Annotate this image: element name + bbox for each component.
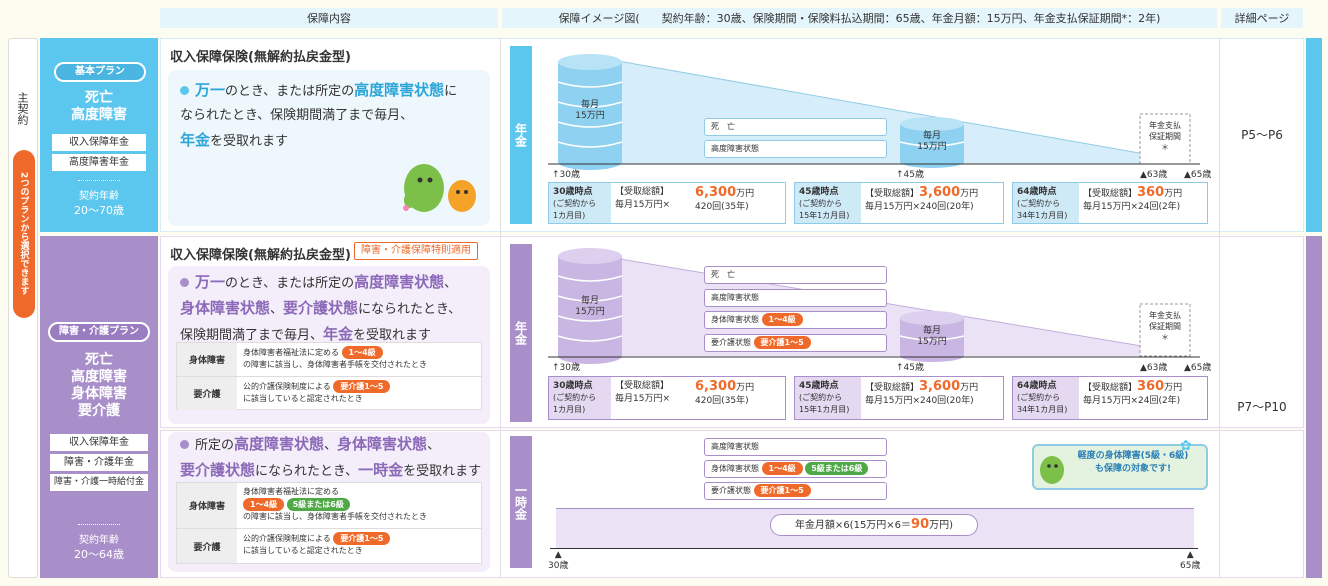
bullet-icon (180, 86, 189, 95)
col-divider-2 (1219, 38, 1220, 578)
col-divider-1 (500, 38, 501, 578)
care-divider (78, 524, 120, 525)
arrow-up-icon: ↑ (552, 363, 560, 373)
sec3-tag-disability: 高度障害状態 (704, 438, 887, 456)
sec3-bubble-text: 軽度の身体障害(5級・6級) も保障の対象です! (1077, 451, 1189, 474)
sec1-chart (548, 54, 1200, 170)
sec2-box-64: 64歳時点(ご契約から 34年1カ月目) 【受取総額】360万円毎月15万円×2… (1012, 376, 1208, 420)
care-plan-pill: 障害・介護プラン (48, 322, 150, 342)
mascot-small-illustration (1040, 456, 1064, 484)
care-item-3: 障害・介護一時給付金 (50, 474, 148, 491)
care-plan-title: 死亡 高度障害 身体障害 要介護 (71, 352, 127, 419)
sec2-badge: 障害・介護保障特則適用 (354, 242, 478, 260)
sec1-description: 万一のとき、または所定の高度障害状態に なられたとき、保険期間満了まで毎月、 年… (180, 81, 458, 149)
basic-plan-title: 死亡 高度障害 (71, 90, 127, 123)
sec2-tag-care: 要介護状態 要介護1〜5 (704, 334, 887, 352)
basic-age-range: 20〜70歳 (74, 204, 124, 217)
sec2-table: 身体障害 身体障害者福祉法に定める 1〜4級の障害に該当し、身体障害者手帳を交付… (176, 342, 482, 410)
sec2-tab: 年金 (510, 244, 532, 422)
choose-plan-note: 2つのプランから選択できます (13, 150, 35, 318)
basic-item-2: 高度障害年金 (52, 154, 146, 171)
basic-divider (78, 180, 120, 181)
sec2-box-45: 45歳時点(ご契約から 15年1カ月目) 【受取総額】3,600万円毎月15万円… (794, 376, 1004, 420)
bullet-icon (180, 440, 189, 449)
care-plan-panel (40, 236, 158, 578)
sec3-axis-line (550, 548, 1198, 549)
sec3-axis-end: ▲65歳 (1180, 550, 1201, 571)
right-strip-purple (1306, 236, 1322, 578)
header-pages: 詳細ページ (1221, 8, 1303, 28)
care-age-label: 契約年齢 (79, 535, 119, 546)
sec2-axis-end: ▲65歳 (1184, 363, 1212, 373)
care-age-range: 20〜64歳 (74, 548, 124, 561)
sec2-tag-disability: 高度障害状態 (704, 289, 887, 307)
basic-age-label: 契約年齢 (79, 191, 119, 202)
sec2-page-link[interactable]: P7〜P10 (1237, 400, 1287, 414)
arrow-up-icon: ↑ (896, 363, 904, 373)
sec1-axis-start: ↑30歳 (552, 170, 580, 180)
sec1-guarantee-label: 年金支払 保証期間 ＊ (1149, 121, 1181, 152)
care-item-1: 収入保障年金 (50, 434, 148, 451)
bullet-icon (180, 278, 189, 287)
sec2-axis-g: ▲63歳 (1140, 363, 1168, 373)
sec2-guarantee-label: 年金支払 保証期間 ＊ (1149, 311, 1181, 342)
mascot-illustration (403, 164, 476, 212)
triangle-up-icon: ▲ (554, 550, 562, 560)
sec3-axis-start: ▲30歳 (548, 550, 569, 571)
header-image: 保障イメージ図( 契約年齢：30歳、保険期間・保険料払込期間：65歳、年金月額：… (502, 8, 1217, 28)
sec1-drum-left-label: 毎月 15万円 (575, 100, 605, 121)
sec3-tab: 一時金 (510, 436, 532, 568)
sec1-tag-disability: 高度障害状態 (704, 140, 887, 158)
arrow-up-icon: ↑ (552, 170, 560, 180)
sec2-table-row: 身体障害 身体障害者福祉法に定める 1〜4級の障害に該当し、身体障害者手帳を交付… (177, 343, 481, 377)
basic-item-1: 収入保障年金 (52, 134, 146, 151)
sec2-description: 万一のとき、または所定の高度障害状態、 身体障害状態、要介護状態になられたとき、… (180, 273, 462, 343)
sec1-drum-mid-label: 毎月 15万円 (917, 131, 947, 152)
star-icon: ✿ (1180, 438, 1192, 454)
sec2-drum-mid-label: 毎月 15万円 (917, 326, 947, 347)
sec3-description: 所定の高度障害状態、身体障害状態、 要介護状態になられたとき、一時金を受取れます (180, 435, 482, 479)
sec3-tag-care: 要介護状態 要介護1〜5 (704, 482, 887, 500)
header-content: 保障内容 (160, 8, 498, 28)
sec1-tag-death: 死 亡 (704, 118, 887, 136)
sec1-title: 収入保障保険(無解約払戻金型) (170, 50, 351, 65)
sec1-axis-g: ▲63歳 (1140, 170, 1168, 180)
sec2-drum-left-label: 毎月 15万円 (575, 296, 605, 317)
sec1-box-45: 45歳時点(ご契約から 15年1カ月目) 【受取総額】3,600万円毎月15万円… (794, 182, 1004, 224)
arrow-up-icon: ↑ (896, 170, 904, 180)
sec2-axis-mid: ↑45歳 (896, 363, 924, 373)
sec2-tag-physical: 身体障害状態 1〜4級 (704, 311, 887, 329)
sec1-tab: 年金 (510, 46, 532, 224)
triangle-up-icon: ▲ (1186, 550, 1194, 560)
sec3-tag-physical: 身体障害状態 1〜4級 5級または6級 (704, 460, 887, 478)
sec2-tag-death: 死 亡 (704, 266, 887, 284)
care-item-2: 障害・介護年金 (50, 454, 148, 471)
sec2-axis-start: ↑30歳 (552, 363, 580, 373)
sec1-axis-mid: ↑45歳 (896, 170, 924, 180)
sec1-axis-end: ▲65歳 (1184, 170, 1212, 180)
basic-plan-pill: 基本プラン (54, 62, 146, 82)
sec2-title: 収入保障保険(無解約払戻金型) (170, 248, 351, 263)
right-strip-blue (1306, 38, 1322, 232)
sec1-box-64: 64歳時点(ご契約から 34年1カ月目) 【受取総額】360万円毎月15万円×2… (1012, 182, 1208, 224)
sec1-page-link[interactable]: P5〜P6 (1241, 128, 1283, 142)
sec3-lump-label: 年金月額×6(15万円×6＝90万円) (770, 514, 978, 536)
main-contract-label: 主契約 (16, 92, 29, 125)
